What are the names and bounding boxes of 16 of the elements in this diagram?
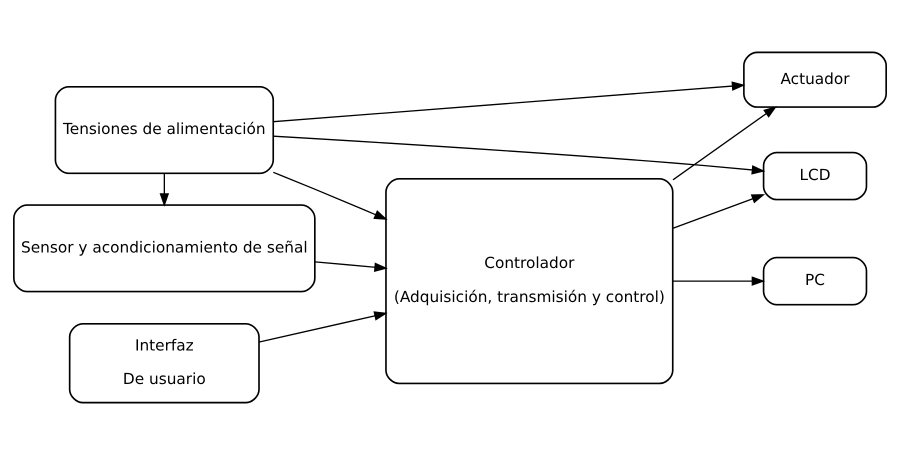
arrow <box>314 260 388 272</box>
node-box: Controlador (Adquisición, transmisión y control) <box>384 177 674 384</box>
arrow <box>272 135 765 174</box>
node-box: Sensor y acondicionamiento de señal <box>12 204 316 292</box>
arrow <box>258 310 388 342</box>
arrow <box>272 80 745 122</box>
arrow <box>672 276 765 286</box>
node-box: LCD <box>762 151 867 200</box>
arrow <box>672 194 765 228</box>
node-box: PC <box>762 256 867 305</box>
arrow <box>272 171 388 220</box>
arrow <box>159 172 169 206</box>
node-box: Tensiones de alimentación <box>54 86 274 174</box>
node-box: Actuador <box>742 51 886 108</box>
node-box: Interfaz De usuario <box>68 322 260 403</box>
arrow <box>672 105 776 180</box>
